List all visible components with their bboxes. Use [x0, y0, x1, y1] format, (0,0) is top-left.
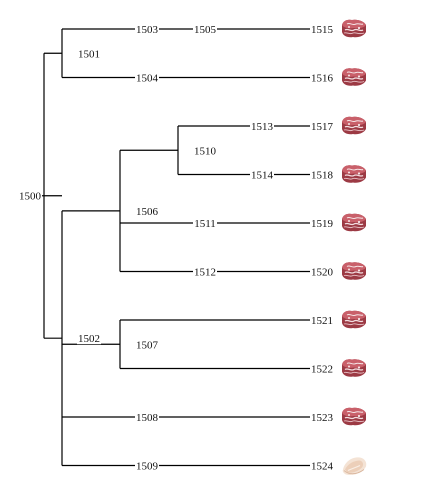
node-1520: 1520 — [310, 264, 334, 279]
node-1500: 1500 — [18, 188, 42, 203]
node-label-1515: 1515 — [311, 24, 334, 36]
raw-meat-marbled-icon — [341, 116, 367, 135]
node-1519: 1519 — [310, 216, 334, 230]
node-1501: 1501 — [77, 46, 101, 60]
node-label-bg — [135, 410, 159, 423]
node-label-1513: 1513 — [251, 121, 274, 133]
node-label-1501: 1501 — [78, 48, 100, 60]
node-1521: 1521 — [310, 313, 334, 327]
node-1515: 1515 — [310, 22, 334, 36]
node-label-1517: 1517 — [311, 121, 334, 133]
node-1517: 1517 — [310, 119, 334, 133]
node-label-bg — [250, 119, 274, 132]
node-label-bg — [135, 70, 159, 84]
node-label-1506: 1506 — [136, 206, 159, 218]
raw-meat-marbled-icon — [341, 407, 367, 426]
fat-trimmed-meat-icon — [342, 456, 367, 476]
node-1508: 1508 — [135, 410, 159, 424]
node-label-bg — [310, 264, 334, 278]
node-label-1511: 1511 — [194, 218, 216, 230]
node-1505: 1505 — [193, 22, 217, 36]
node-label-bg — [193, 143, 217, 157]
node-1511: 1511 — [193, 216, 217, 230]
node-label-1518: 1518 — [311, 170, 334, 182]
node-label-bg — [310, 410, 334, 423]
node-1524: 1524 — [310, 458, 334, 473]
node-label-bg — [310, 361, 334, 375]
node-label-bg — [18, 188, 42, 202]
raw-meat-marbled-icon — [341, 213, 367, 232]
node-label-bg — [193, 22, 217, 35]
node-label-bg — [135, 458, 159, 472]
node-label-1512: 1512 — [194, 267, 216, 279]
node-1512: 1512 — [193, 264, 217, 279]
node-label-bg — [77, 331, 101, 345]
tree-edges — [40, 28, 322, 467]
raw-meat-marbled-icon — [341, 358, 367, 378]
node-1504: 1504 — [135, 70, 159, 85]
node-label-bg — [310, 458, 334, 472]
node-label-1504: 1504 — [136, 73, 159, 85]
node-label-bg — [135, 203, 159, 217]
node-label-1516: 1516 — [311, 73, 334, 85]
node-label-bg — [135, 22, 159, 35]
node-label-1500: 1500 — [19, 191, 42, 203]
node-label-bg — [310, 119, 334, 132]
tree-labels: 1500 1501 1502 1503 1504 1505 1515 1516 1506 1507… — [18, 22, 334, 473]
node-label-bg — [310, 313, 334, 326]
node-label-1502: 1502 — [78, 333, 100, 345]
node-1506: 1506 — [135, 203, 159, 218]
node-label-bg — [310, 70, 334, 84]
node-label-1510: 1510 — [194, 145, 217, 157]
node-1502: 1502 — [77, 331, 101, 345]
tree-icons — [341, 19, 367, 476]
raw-meat-marbled-icon — [341, 67, 367, 87]
node-1513: 1513 — [250, 119, 274, 133]
node-label-bg — [250, 167, 274, 181]
node-label-bg — [310, 22, 334, 35]
node-label-bg — [77, 46, 101, 60]
node-label-bg — [193, 216, 217, 229]
node-1522: 1522 — [310, 361, 334, 376]
node-label-1523: 1523 — [311, 412, 334, 424]
node-label-1514: 1514 — [251, 170, 274, 182]
raw-meat-marbled-icon — [341, 19, 367, 38]
node-label-1521: 1521 — [311, 315, 333, 327]
node-label-1519: 1519 — [311, 218, 334, 230]
node-label-1508: 1508 — [136, 412, 159, 424]
node-label-1503: 1503 — [136, 24, 159, 36]
node-1509: 1509 — [135, 458, 159, 473]
node-label-1524: 1524 — [311, 461, 334, 473]
node-label-bg — [193, 264, 217, 278]
raw-meat-marbled-icon — [341, 310, 367, 329]
raw-meat-marbled-icon — [341, 164, 367, 184]
node-1523: 1523 — [310, 410, 334, 424]
node-1503: 1503 — [135, 22, 159, 36]
node-label-bg — [310, 167, 334, 181]
node-label-1505: 1505 — [194, 24, 217, 36]
node-label-bg — [135, 337, 159, 351]
node-1507: 1507 — [135, 337, 159, 351]
node-1514: 1514 — [250, 167, 274, 182]
node-1518: 1518 — [310, 167, 334, 182]
node-1516: 1516 — [310, 70, 334, 85]
node-label-1507: 1507 — [136, 339, 159, 351]
raw-meat-marbled-icon — [341, 261, 367, 281]
node-label-1520: 1520 — [311, 267, 334, 279]
node-1510: 1510 — [193, 143, 217, 157]
node-label-1509: 1509 — [136, 461, 159, 473]
node-label-bg — [310, 216, 334, 229]
node-label-1522: 1522 — [311, 364, 333, 376]
